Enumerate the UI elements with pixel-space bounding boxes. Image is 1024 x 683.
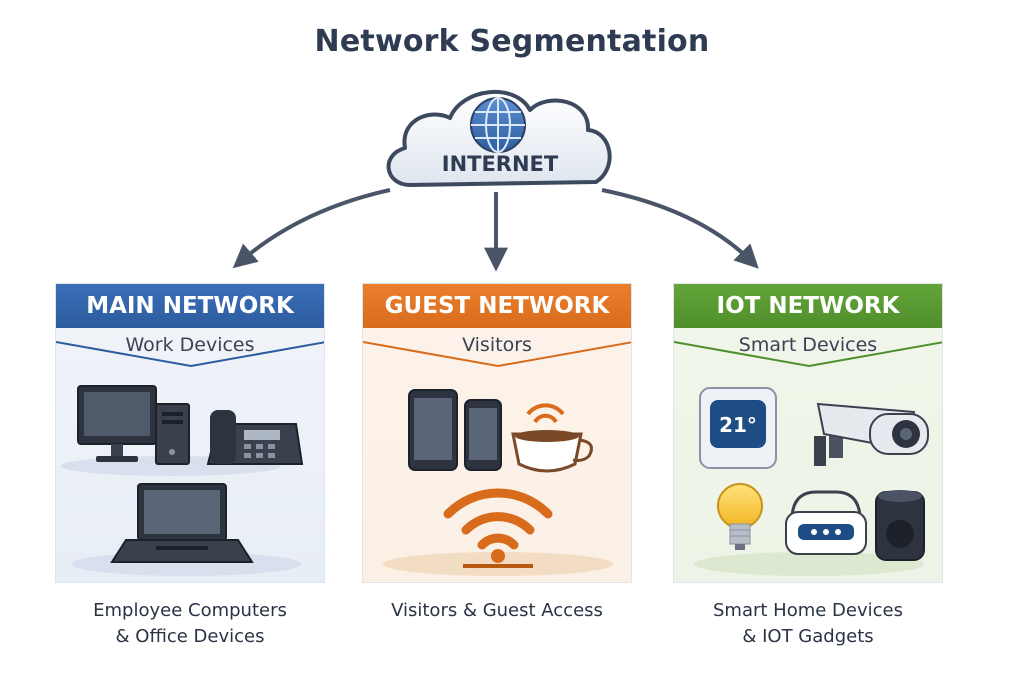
thermostat-icon: 21°: [699, 387, 777, 469]
arrow-to-main: [232, 188, 391, 269]
iot-network-caption: Smart Home Devices & IOT Gadgets: [673, 598, 943, 650]
main-network-panel: MAIN NETWORK Work Devices: [55, 283, 325, 583]
caption-line: Visitors & Guest Access: [391, 600, 603, 621]
guest-devices-illustration: [383, 389, 613, 576]
main-devices-illustration: [61, 385, 304, 576]
wifi-icon: [443, 488, 553, 568]
iot-devices-illustration: 21°: [694, 387, 929, 576]
coffee-wifi-icon: [511, 403, 593, 473]
desktop-tower-icon: [155, 403, 190, 465]
caption-line: & Office Devices: [115, 626, 265, 647]
caption-line: Smart Home Devices: [713, 600, 903, 621]
laptop-icon: [110, 483, 254, 563]
smart-speaker-icon: [875, 490, 925, 561]
diagram-title: Network Segmentation: [314, 24, 710, 59]
guest-network-heading: GUEST NETWORK: [363, 284, 631, 328]
smartphone-icon: [464, 399, 502, 471]
arrow-to-iot: [601, 188, 759, 269]
main-network-heading: MAIN NETWORK: [56, 284, 324, 328]
caption-line: Employee Computers: [93, 600, 287, 621]
desk-phone-icon: [206, 410, 304, 465]
monitor-icon: [77, 385, 157, 462]
caption-line: & IOT Gadgets: [742, 626, 874, 647]
guest-network-caption: Visitors & Guest Access: [362, 598, 632, 624]
main-network-caption: Employee Computers & Office Devices: [55, 598, 325, 650]
iot-network-heading: IOT NETWORK: [674, 284, 942, 328]
thermostat-reading: 21°: [719, 413, 757, 437]
panel-chevron: [674, 341, 942, 368]
internet-label: INTERNET: [441, 152, 559, 176]
smart-hub-icon: [785, 490, 867, 555]
light-bulb-icon: [717, 483, 763, 550]
iot-network-subheading: Smart Devices: [738, 334, 878, 356]
guest-network-subheading: Visitors: [462, 334, 532, 356]
guest-network-panel: GUEST NETWORK Visitors: [362, 283, 632, 583]
panel-chevron: [56, 341, 324, 368]
main-network-subheading: Work Devices: [125, 334, 255, 356]
panel-chevron: [363, 341, 631, 368]
tablet-icon: [408, 389, 458, 471]
security-camera-icon: [814, 402, 929, 466]
iot-network-panel: IOT NETWORK Smart Devices 21°: [673, 283, 943, 583]
globe-icon: [470, 97, 526, 153]
